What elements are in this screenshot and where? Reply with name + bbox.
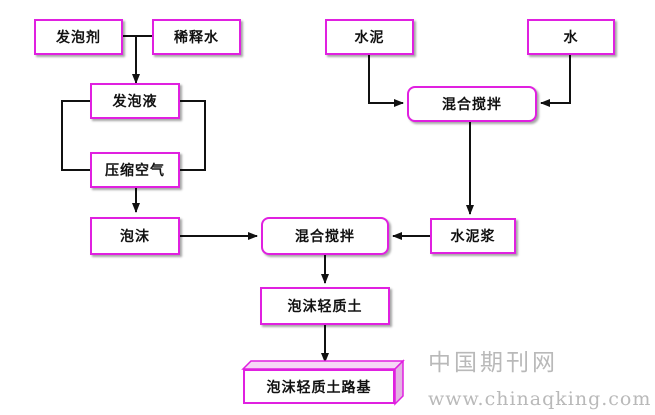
foamed-lightweight-soil-label: 泡沫轻质土 — [287, 299, 363, 315]
cement-box: 水泥 — [325, 19, 414, 55]
roadbed-box: 泡沫轻质土路基 — [243, 369, 395, 404]
water-box: 水 — [527, 19, 615, 55]
compressed-air-box: 压缩空气 — [90, 152, 180, 188]
mixing-top-box: 混合搅拌 — [407, 86, 537, 122]
foaming-agent-box: 发泡剂 — [34, 19, 123, 55]
foam-liquid-box: 发泡液 — [90, 83, 180, 119]
cement-label: 水泥 — [354, 30, 385, 46]
foaming-agent-label: 发泡剂 — [56, 30, 101, 46]
foamed-lightweight-soil-box: 泡沫轻质土 — [260, 287, 390, 325]
dilution-water-box: 稀释水 — [152, 19, 241, 55]
compressed-air-label: 压缩空气 — [105, 163, 165, 179]
mixing-main-box: 混合搅拌 — [261, 217, 389, 255]
roadbed-label: 泡沫轻质土路基 — [266, 379, 372, 396]
mixing-main-label: 混合搅拌 — [295, 229, 355, 245]
cement-slurry-box: 水泥浆 — [430, 218, 516, 254]
watermark-url: www.chinaqking.com — [428, 388, 652, 410]
loop-right-line — [180, 100, 206, 171]
dilution-water-label: 稀释水 — [174, 30, 219, 46]
foam-box: 泡沫 — [90, 217, 180, 255]
arrow-cement-to-mixing — [368, 55, 404, 107]
arrow-water-to-mixing — [540, 55, 571, 107]
mixing-top-label: 混合搅拌 — [442, 97, 502, 113]
cement-slurry-label: 水泥浆 — [450, 229, 496, 245]
roadbed-box-extrusion — [241, 359, 405, 406]
watermark-site-name: 中国期刊网 — [428, 350, 558, 376]
foam-label: 泡沫 — [120, 229, 150, 245]
loop-left-line — [61, 100, 90, 171]
water-label: 水 — [563, 30, 579, 46]
foam-liquid-label: 发泡液 — [112, 94, 158, 110]
